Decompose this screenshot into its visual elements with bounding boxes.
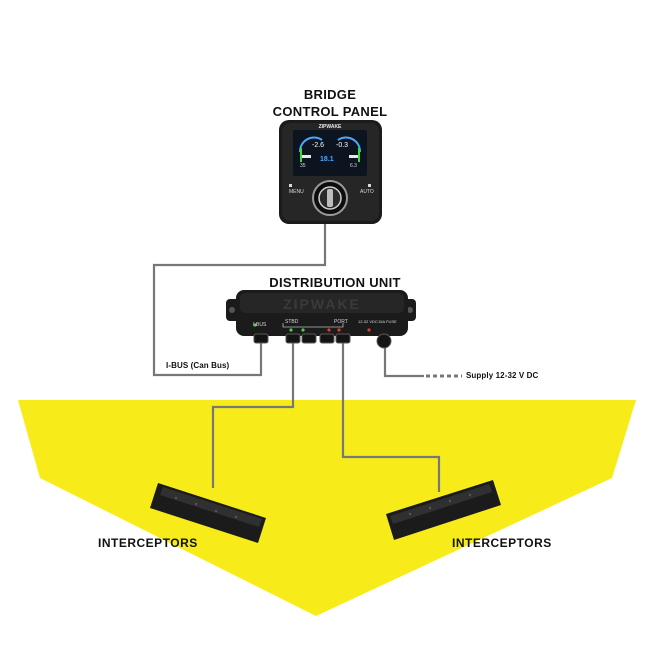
bridge-control-panel-label: BRIDGE CONTROL PANEL xyxy=(250,86,410,120)
auto-button-label: AUTO xyxy=(360,189,374,195)
boat-hull xyxy=(18,400,636,616)
bridge-control-panel xyxy=(279,120,382,224)
status-led xyxy=(327,328,331,332)
interceptor-cable-right xyxy=(341,338,441,492)
left-percent-readout: 35 xyxy=(300,163,306,169)
wiring xyxy=(152,224,441,492)
bridge-label-line2: CONTROL PANEL xyxy=(272,104,388,119)
supply-cable xyxy=(383,342,424,378)
right-percent-readout: 6.3 xyxy=(350,163,357,169)
port-label-port: PORT xyxy=(334,319,348,325)
ibus-cable xyxy=(152,224,327,377)
status-led xyxy=(337,328,341,332)
control-panel-screen xyxy=(293,130,367,176)
control-panel-brand: ZIPWAKE xyxy=(319,124,342,130)
interceptors-right-label: INTERCEPTORS xyxy=(452,536,552,550)
status-led xyxy=(253,323,257,327)
port-label-ibus: I-BUS xyxy=(253,322,267,328)
supply-label: Supply 12-32 V DC xyxy=(466,371,539,380)
interceptor-cable-left xyxy=(211,338,295,488)
interceptor-left xyxy=(150,483,266,543)
distribution-unit-brand: ZIPWAKE xyxy=(283,296,361,312)
port-label-supply: 12-32 VDC xyxy=(358,319,378,324)
distribution-unit-label: DISTRIBUTION UNIT xyxy=(269,275,401,290)
trim-left-readout: -2.6 xyxy=(312,142,325,149)
distribution-unit xyxy=(226,290,416,349)
port-label-stbd: STBD xyxy=(285,319,299,325)
center-readout: 18.1 xyxy=(320,156,334,163)
ibus-label: I-BUS (Can Bus) xyxy=(166,361,230,370)
interceptor-right xyxy=(386,480,501,540)
connector-row xyxy=(253,333,392,349)
bridge-label-line1: BRIDGE xyxy=(303,87,357,102)
menu-button-label: MENU xyxy=(289,189,304,195)
status-led xyxy=(289,328,293,332)
status-led xyxy=(301,328,305,332)
status-led xyxy=(367,328,371,332)
port-label-fuse: 15A FUSE xyxy=(378,319,397,324)
trim-right-readout: -0.3 xyxy=(336,142,349,149)
interceptors-left-label: INTERCEPTORS xyxy=(98,536,198,550)
